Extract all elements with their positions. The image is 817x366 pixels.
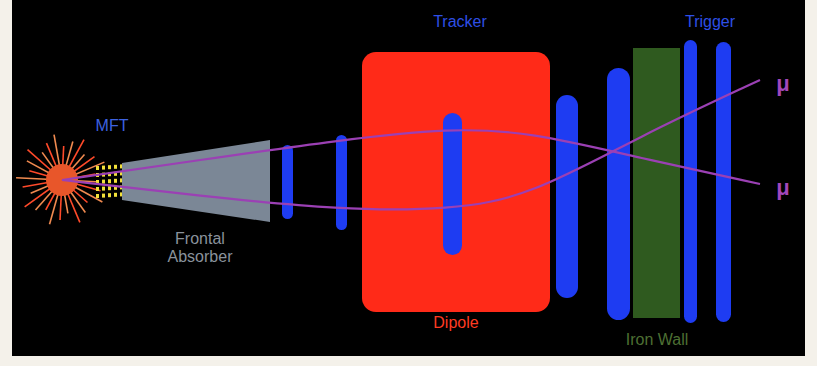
dipole-magnet [362,52,550,312]
tracker-station [607,68,630,320]
muon-track [62,130,760,184]
mft-segment [108,186,111,190]
mft-segment [102,180,105,184]
part-label: Iron Wall [607,331,707,349]
mft-disks [96,164,123,198]
particle-symbol: μ [771,175,795,200]
part-label: Frontal Absorber [160,230,240,267]
mft-segment [108,165,111,169]
tracker-station [443,113,462,255]
mft-segment [108,179,111,183]
tracker-station [336,135,347,230]
trigger-station [716,42,731,322]
mft-segment [102,187,105,191]
mft-segment [96,194,99,198]
mft-segment [96,166,99,170]
mft-segment [96,187,99,191]
mft-segment [108,193,111,197]
mft-segment [102,194,105,198]
part-label: MFT [82,117,142,135]
part-label: Tracker [415,13,505,31]
iron-wall [633,48,680,318]
mft-segment [102,166,105,170]
mft-segment [114,179,117,183]
muon-tracks [62,80,760,209]
muon-track [62,80,760,209]
tracker-station [282,145,293,219]
mft-segment [114,165,117,169]
tracker-station [556,95,578,298]
part-label: Trigger [665,13,755,31]
dipole-region: Dipole [362,52,550,334]
part-label: Dipole [362,314,550,332]
particle-symbol: μ [771,71,795,96]
trigger-station [684,40,697,323]
collision-burst [16,135,104,225]
black-ground [12,0,805,356]
mft-segment [114,193,117,197]
